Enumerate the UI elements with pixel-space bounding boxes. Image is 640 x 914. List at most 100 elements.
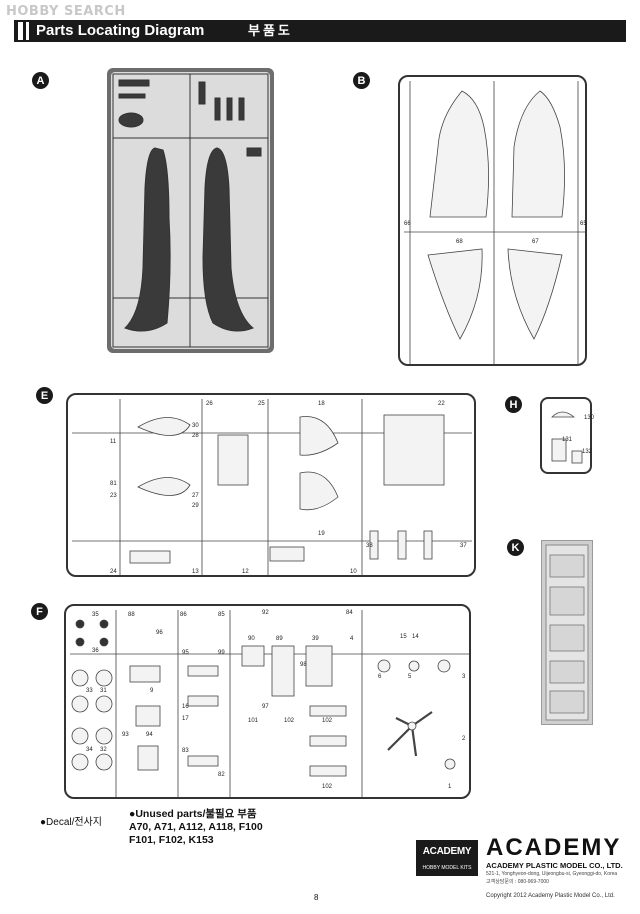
sprue-e-part-30: 30: [192, 423, 199, 429]
header-stripe-icon: [26, 22, 29, 40]
sprue-f-part-9: 9: [150, 688, 154, 694]
sprue-f-part-32: 32: [100, 747, 107, 753]
academy-brand-name: ACADEMY: [486, 834, 622, 861]
sprue-b-badge: B: [353, 72, 370, 89]
sprue-f-part-102: 102: [284, 718, 295, 724]
unused-parts-list-line: F101, F102, K153: [129, 834, 214, 846]
sprue-f-part-16: 16: [182, 704, 189, 710]
sprue-f-part-99: 99: [218, 650, 225, 656]
sprue-b-frame: 66 65 68 67: [398, 75, 587, 366]
academy-logo-subtitle: HOBBY MODEL KITS: [422, 865, 472, 871]
page-title-korean: 부품도: [248, 23, 293, 38]
watermark-text: HOBBY SEARCH: [6, 4, 126, 19]
sprue-b-part-68: 68: [456, 239, 463, 245]
sprue-h-part-130: 130: [584, 415, 594, 421]
sprue-f-frame: 35 3 6 33 31 34 32 88 96 86 85 95 99 9 16…: [64, 604, 471, 799]
sprue-e-part-38: 38: [366, 543, 373, 549]
decal-label: ●Decal/전사지: [40, 817, 102, 828]
sprue-f-part-88: 88: [128, 612, 135, 618]
sprue-h-parts-illustration: 130 131 132: [551, 411, 594, 464]
sprue-f-part-94: 94: [146, 732, 153, 738]
sprue-f-part-98: 98: [300, 662, 307, 668]
sprue-f-part-31: 31: [100, 688, 107, 694]
sprue-f-part-3: 3: [462, 674, 466, 680]
sprue-f-part-33: 33: [86, 688, 93, 694]
sprue-e-part-19: 19: [318, 531, 325, 537]
sprue-b-parts-illustration: 66 65 68 67: [404, 81, 587, 364]
sprue-e-part-81: 81: [110, 481, 117, 487]
sprue-f-part-4: 4: [350, 636, 354, 642]
sprue-f-part-39: 39: [312, 636, 319, 642]
sprue-f-parts-illustration: 35 3 6 33 31 34 32 88 96 86 85 95 99 9 16…: [70, 610, 469, 797]
sprue-f-part-14: 14: [412, 634, 419, 640]
sprue-f-part-90: 90: [248, 636, 255, 642]
sprue-b-part-67: 67: [532, 239, 539, 245]
sprue-e-part-10: 10: [350, 569, 357, 575]
sprue-e-badge: E: [36, 387, 53, 404]
sprue-k-clear-parts: [541, 540, 593, 725]
sprue-e-part-28: 28: [192, 433, 199, 439]
sprue-f-badge: F: [31, 603, 48, 620]
sprue-f-part-6: 6: [378, 674, 382, 680]
sprue-f-part-93: 93: [122, 732, 129, 738]
company-full-name: ACADEMY PLASTIC MODEL CO., LTD.: [486, 861, 623, 870]
sprue-f-part-17: 17: [182, 716, 189, 722]
sprue-e-part-29: 29: [192, 503, 199, 509]
sprue-f-part-97: 97: [262, 704, 269, 710]
sprue-e-part-37: 37: [460, 543, 467, 549]
sprue-f-part-5: 5: [408, 674, 412, 680]
sprue-e-part-12: 12: [242, 569, 249, 575]
sprue-a-frame: [107, 68, 274, 353]
sprue-h-frame: 130 131 132: [540, 397, 594, 474]
sprue-f-part-2: 2: [462, 736, 466, 742]
sprue-f-part-101: 101: [248, 718, 259, 724]
sprue-e-part-24: 24: [110, 569, 117, 575]
sprue-f-part-1: 1: [448, 784, 452, 790]
sprue-a-badge: A: [32, 72, 49, 89]
header-bar: [14, 20, 626, 42]
sprue-f-part-102-c: 102: [322, 784, 333, 790]
sprue-f-part-34: 34: [86, 747, 93, 753]
sprue-f-part-96: 96: [156, 630, 163, 636]
unused-parts-list-line: A70, A71, A112, A118, F100: [129, 821, 263, 833]
sprue-e-part-11: 11: [110, 439, 117, 445]
sprue-f-part-84: 84: [346, 610, 353, 616]
sprue-b-part-65: 65: [580, 221, 587, 227]
page-number: 8: [314, 893, 319, 902]
sprue-b-part-66: 66: [404, 221, 411, 227]
sprue-f-part-89: 89: [276, 636, 283, 642]
unused-parts-note: ●Unused parts/불필요 부품 A70, A71, A112, A11…: [129, 808, 329, 847]
academy-hobby-logo: [416, 840, 478, 876]
sprue-h-badge: H: [505, 396, 522, 413]
sprue-f-part-102-b: 102: [322, 718, 333, 724]
sprue-a-parts-illustration: [111, 72, 270, 349]
page-title: Parts Locating Diagram: [36, 22, 205, 39]
copyright-notice: Copyright 2012 Academy Plastic Model Co.…: [486, 893, 615, 899]
company-address: 521-1, Yonghyeon-dong, Uijeongbu-si, Gye…: [486, 871, 618, 877]
sprue-e-part-22: 22: [438, 401, 445, 407]
sprue-e-part-27: 27: [192, 493, 199, 499]
sprue-f-part-35: 35: [92, 612, 99, 618]
header-stripe-icon: [18, 22, 23, 40]
unused-parts-heading: ●Unused parts/불필요 부품: [129, 808, 257, 820]
sprue-k-badge: K: [507, 539, 524, 556]
sprue-f-part-82: 82: [218, 772, 225, 778]
sprue-e-part-26: 26: [206, 401, 213, 407]
sprue-k-parts-illustration: [545, 544, 589, 721]
sprue-e-frame: 11 81 23 24 30 28 27 29 13 26 25 12 18 1…: [66, 393, 476, 577]
sprue-e-part-25: 25: [258, 401, 265, 407]
sprue-h-part-132: 132: [582, 449, 593, 455]
sprue-e-part-13: 13: [192, 569, 199, 575]
sprue-e-part-23: 23: [110, 493, 117, 499]
sprue-f-part-15: 15: [400, 634, 407, 640]
company-contact: 고객상담문의 : 080-969-7000: [486, 879, 549, 885]
sprue-e-part-18: 18: [318, 401, 325, 407]
sprue-f-part-83: 83: [182, 748, 189, 754]
sprue-f-part-95: 95: [182, 650, 189, 656]
academy-logo-wordmark: ACADEMY: [422, 846, 472, 857]
sprue-f-part-92: 92: [262, 610, 269, 616]
sprue-h-part-131: 131: [562, 437, 573, 443]
sprue-e-parts-illustration: 11 81 23 24 30 28 27 29 13 26 25 12 18 1…: [72, 399, 472, 575]
sprue-f-part-86: 86: [180, 612, 187, 618]
sprue-f-part-85: 85: [218, 612, 225, 618]
